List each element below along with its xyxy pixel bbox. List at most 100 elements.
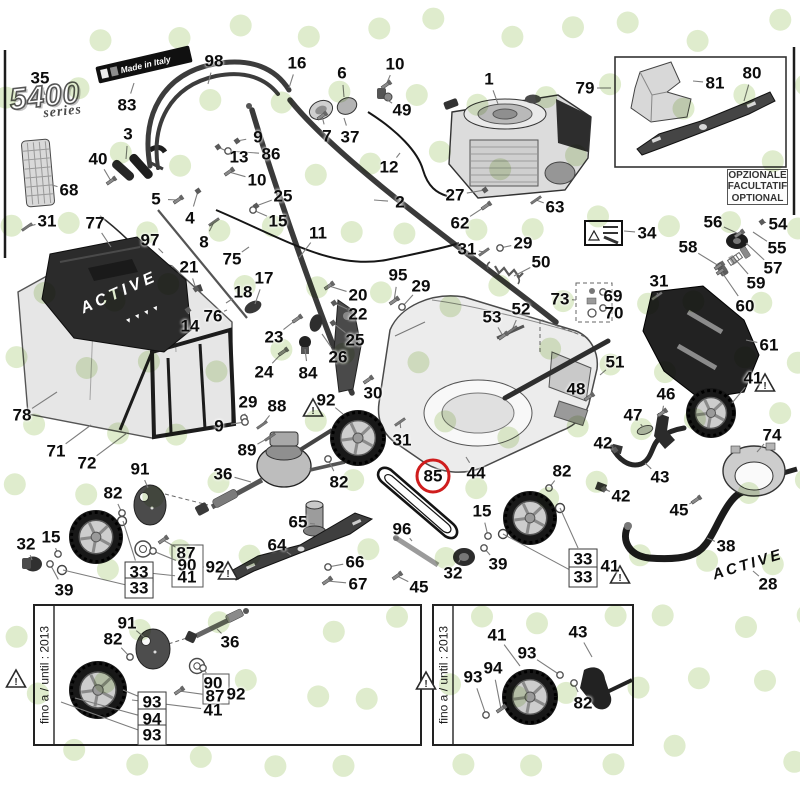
leader-line [513, 267, 531, 277]
part-callout-25: 25 [273, 186, 293, 206]
part-callout-42: 42 [611, 486, 631, 506]
part-callout-41: 41 [177, 567, 197, 587]
part-callout-18: 18 [233, 282, 253, 302]
part-callout-40: 40 [88, 149, 108, 169]
hardware-glyph [394, 417, 406, 427]
part-callout-33: 33 [568, 566, 598, 588]
part-callout-43: 43 [650, 467, 670, 487]
hardware-glyph [291, 313, 304, 324]
hardware-glyph [583, 391, 596, 402]
svg-text:!: ! [618, 573, 621, 584]
leader-line [326, 580, 347, 584]
part-callout-36: 36 [220, 632, 240, 652]
hardware-glyph [223, 166, 236, 177]
part-callout-23: 23 [264, 327, 284, 347]
leader-line [697, 252, 720, 267]
hardware-glyph [497, 330, 510, 341]
part-callout-6: 6 [337, 63, 347, 83]
leader-line [334, 407, 344, 415]
part-callout-10: 10 [385, 54, 405, 74]
part-callout-48: 48 [566, 379, 586, 399]
hardware-glyph [241, 418, 249, 426]
part-callout-41: 41 [743, 368, 763, 388]
part-callout-92: 92 [226, 684, 246, 704]
svg-text:!: ! [14, 677, 17, 688]
part-callout-24: 24 [254, 362, 274, 382]
part-callout-39: 39 [54, 580, 74, 600]
part-callout-43: 43 [568, 622, 588, 642]
part-callout-55: 55 [767, 238, 787, 258]
warning-triangle-icon: ! [754, 372, 776, 392]
part-callout-79: 79 [575, 78, 595, 98]
leader-line [465, 456, 471, 464]
hardware-glyph [214, 143, 222, 151]
hardware-glyph [324, 563, 332, 571]
svg-text:!: ! [226, 569, 229, 580]
part-callout-65: 65 [288, 512, 308, 532]
part-callout-50: 50 [531, 252, 551, 272]
wheel [686, 388, 736, 438]
part-callout-11: 11 [309, 223, 327, 243]
leader-line [559, 507, 579, 549]
hardware-glyph [224, 147, 232, 155]
leader-line [503, 644, 521, 667]
hardware-glyph [149, 547, 157, 555]
part-callout-38: 38 [716, 536, 736, 556]
part-callout-41: 41 [600, 556, 620, 576]
wheel [69, 510, 123, 564]
part-callout-9: 9 [253, 127, 263, 147]
part-callout-82: 82 [329, 472, 349, 492]
part-callout-5: 5 [151, 189, 161, 209]
part-callout-45: 45 [409, 577, 429, 597]
hardware-glyph [398, 303, 406, 311]
part-callout-27: 27 [445, 185, 465, 205]
part-callout-94: 94 [483, 658, 503, 678]
leader-line [644, 462, 652, 470]
grille-part [21, 138, 55, 208]
part-callout-17: 17 [254, 268, 274, 288]
hardware-glyph [316, 110, 329, 121]
leader-line [752, 570, 760, 577]
leader-line [466, 189, 486, 194]
drive-belt [376, 466, 459, 568]
hardware-glyph [715, 265, 728, 276]
part-callout-15: 15 [41, 527, 61, 547]
part-callout-84: 84 [298, 363, 318, 383]
part-callout-12: 12 [379, 157, 399, 177]
leader-line [178, 690, 204, 695]
hardware-glyph [758, 218, 766, 226]
hardware-glyph [54, 550, 62, 558]
hardware-glyph [611, 446, 619, 454]
warning-triangle-icon: ! [5, 668, 27, 688]
hardware-glyph [478, 247, 490, 257]
part-callout-56: 56 [703, 212, 723, 232]
hardware-glyph [233, 137, 241, 145]
part-callout-53: 53 [482, 307, 502, 327]
hardware-glyph [530, 195, 542, 205]
part-callout-85: 85 [415, 458, 451, 494]
hardware-glyph [173, 685, 186, 696]
part-callout-35: 35 [30, 68, 50, 88]
hardware-glyph [157, 534, 170, 545]
hardware-glyph [194, 187, 202, 195]
part-callout-86: 86 [261, 144, 281, 164]
hardware-glyph [199, 664, 207, 672]
leader-line [458, 557, 462, 563]
part-callout-61: 61 [759, 335, 779, 355]
leader-line [745, 242, 765, 261]
hardware-glyph [118, 509, 126, 517]
leader-line [343, 117, 347, 126]
leader-line [207, 72, 212, 85]
part-callout-82: 82 [103, 483, 123, 503]
part-callout-21: 21 [179, 257, 199, 277]
part-callout-1: 1 [484, 69, 494, 89]
part-callout-82: 82 [573, 693, 593, 713]
part-callout-87: 87 [205, 686, 225, 706]
hardware-glyph [184, 306, 192, 314]
leader-line [103, 169, 112, 182]
hardware-glyph [324, 455, 332, 463]
leader-line [74, 697, 141, 717]
leader-line [62, 569, 128, 586]
